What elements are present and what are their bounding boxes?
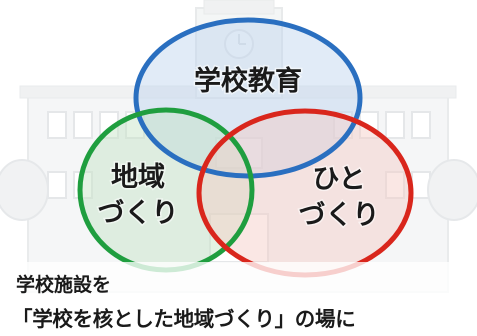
venn-label-community-line-1: 地域 — [111, 162, 165, 193]
venn-label-people-line-2: づくり — [299, 200, 380, 231]
venn-label-community-line-2: づくり — [98, 198, 179, 229]
caption-line-1: 学校施設を — [16, 274, 112, 296]
venn-fill-education — [136, 20, 360, 176]
venn-label-education-line-1: 学校教育 — [194, 65, 302, 97]
caption-line-2: 「学校を核とした地域づくり」の場に — [12, 307, 356, 331]
venn-fills — [80, 20, 411, 275]
caption-panel: 学校施設を 「学校を核とした地域づくり」の場に — [6, 262, 474, 336]
venn-label-people-line-1: ひと — [312, 164, 365, 195]
venn-circle-education — [133, 17, 363, 179]
venn-fill-people — [199, 111, 411, 275]
